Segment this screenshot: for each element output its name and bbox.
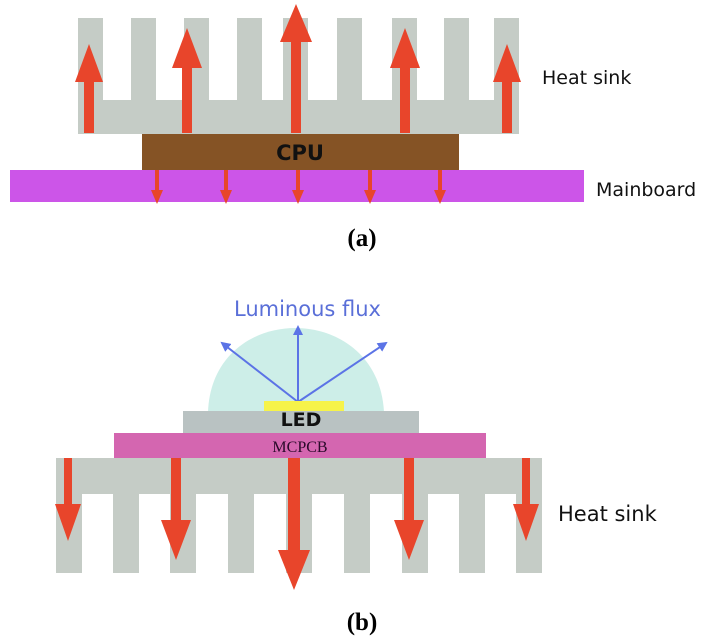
heat-arrow-down [220, 170, 232, 204]
led-lens-dome [208, 328, 384, 412]
flux-arrow-left [220, 341, 299, 403]
cpu-label: CPU [276, 141, 324, 165]
caption-a: (a) [347, 225, 376, 252]
heat-sink-label-a: Heat sink [542, 67, 631, 89]
led-base [183, 411, 419, 433]
led-label: LED [281, 409, 322, 431]
heat-sink-a-fin [131, 18, 156, 102]
heat-arrow-up [172, 28, 202, 133]
heat-arrow-down [55, 458, 81, 541]
mainboard-label: Mainboard [596, 179, 696, 201]
panel-b: Luminous flux LED MCPCB [55, 297, 658, 636]
heat-arrow-up [75, 44, 103, 133]
heat-sink-b-fin [344, 492, 370, 573]
cpu-block [142, 134, 459, 170]
heat-arrows-down [151, 170, 446, 204]
heat-arrow-up [493, 44, 521, 133]
heat-arrow-down [161, 458, 191, 560]
heat-arrows-up [75, 4, 521, 133]
heat-sink-b-fin [459, 492, 485, 573]
heat-arrow-down [151, 170, 163, 204]
heat-sink-a-fin [444, 18, 469, 102]
luminous-flux-arrows [220, 325, 388, 403]
mcpcb-board [114, 433, 486, 458]
heat-arrow-down [364, 170, 376, 204]
heat-arrow-down [513, 458, 539, 541]
heat-arrow-down [278, 458, 310, 590]
heat-arrows-sink [55, 458, 539, 590]
heat-arrow-up [390, 28, 420, 133]
heat-arrow-down [394, 458, 424, 560]
luminous-flux-label: Luminous flux [234, 297, 381, 321]
mcpcb-label: MCPCB [272, 439, 327, 456]
heat-arrow-down [292, 170, 304, 204]
heat-arrow-up [280, 4, 312, 133]
heat-sink-label-b: Heat sink [558, 502, 658, 526]
caption-b: (b) [347, 609, 378, 636]
heat-sink-a-fin [337, 18, 362, 102]
heat-sink-b-fin [113, 492, 139, 573]
heat-sink-a-fin [237, 18, 262, 102]
flux-arrow-right [297, 341, 388, 403]
heat-arrow-down [434, 170, 446, 204]
led-chip [264, 401, 344, 412]
panel-a: CPU Heat sink Mainboard (a) [10, 4, 696, 252]
heat-sink-b-fin [228, 492, 254, 573]
